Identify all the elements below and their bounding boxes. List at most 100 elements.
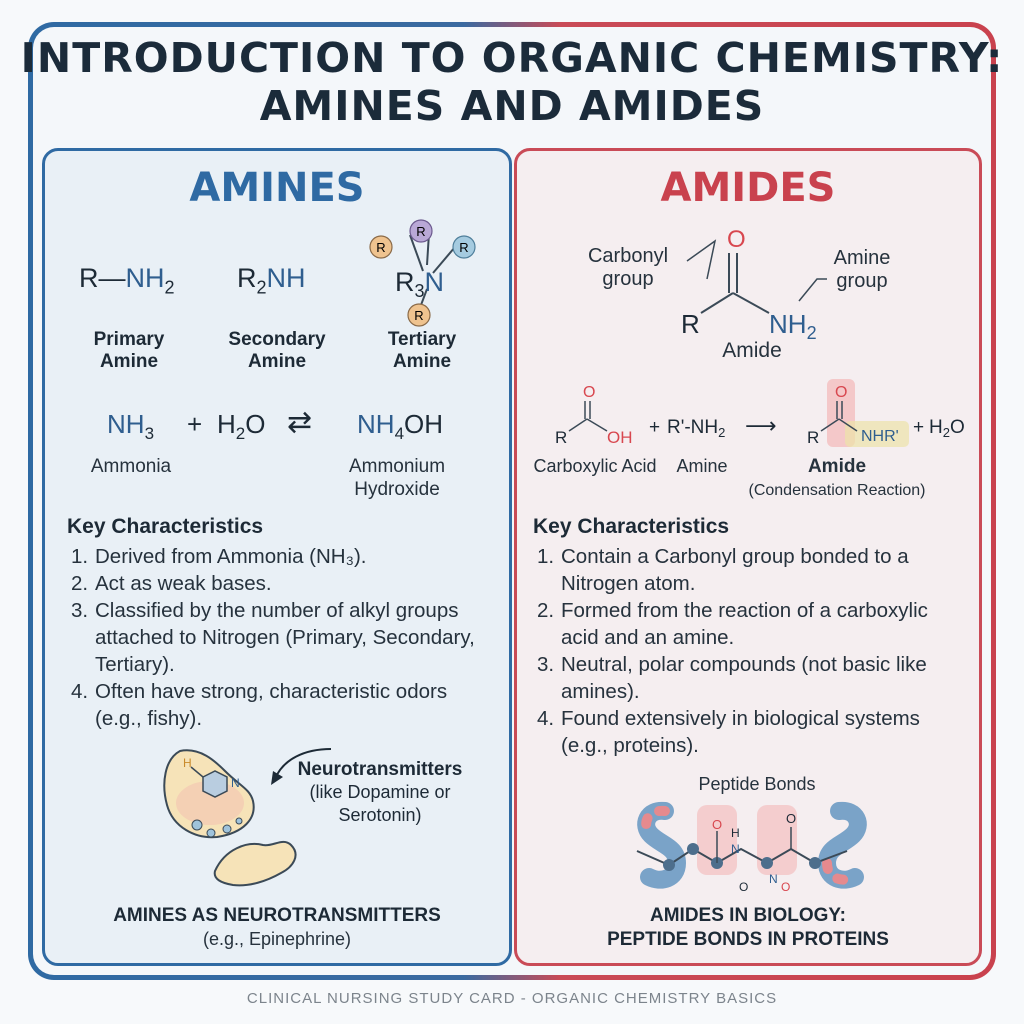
amines-kc-item-text: Derived from Ammonia (NH₃). <box>95 545 367 568</box>
title-line-1: INTRODUCTION TO ORGANIC CHEMISTRY: <box>20 34 1004 82</box>
amides-kc-list: 1.Contain a Carbonyl group bonded to a N… <box>537 543 967 759</box>
vesicle-1 <box>191 819 203 831</box>
amide-nh2: NH2 <box>769 309 817 343</box>
product-nhr: NHR' <box>861 428 899 445</box>
bond-top-right <box>432 246 456 274</box>
product-r-bond <box>820 418 840 432</box>
amides-kc-title: Key Characteristics <box>533 515 730 538</box>
peptide-o-1: O <box>712 817 722 832</box>
primary-label-1: Primary <box>93 329 165 350</box>
carbonyl-pointer <box>686 239 717 280</box>
atom-4 <box>761 857 773 869</box>
r-label-3: R <box>459 240 468 255</box>
amides-caption-2: PEPTIDE BONDS IN PROTEINS <box>607 929 889 950</box>
amines-kc-item-number: 4. <box>71 680 89 703</box>
reaction-plus-2: + <box>913 417 924 438</box>
primary-sub: 2 <box>164 277 175 298</box>
reactant-amine: R'-NH2 <box>667 417 725 440</box>
acid-oh-bond <box>586 418 608 432</box>
secondary-sub: 2 <box>256 277 267 298</box>
primary-amine-label: Primary Amine <box>77 329 181 373</box>
reaction-arrow-icon: ⟶ <box>745 413 777 438</box>
tertiary-label-1: Tertiary <box>387 329 457 350</box>
secondary-r: R <box>237 263 257 293</box>
amides-title: AMIDES <box>660 165 836 211</box>
nh3-sub: 3 <box>144 424 155 444</box>
amines-kc-item: 4. Often have strong, characteristic odor… <box>71 678 481 732</box>
amines-kc-item: 1.Derived from Ammonia (NH₃). <box>71 543 481 570</box>
vesicle-area <box>176 781 244 825</box>
amides-kc-item-number: 1. <box>537 545 555 568</box>
tertiary-amine-label: Tertiary Amine <box>367 329 477 373</box>
amines-caption: AMINES AS NEUROTRANSMITTERS <box>113 905 441 926</box>
h2o-o: O <box>245 409 266 439</box>
amides-kc-item-number: 2. <box>537 599 555 622</box>
secondary-nh: NH <box>266 263 306 293</box>
amines-kc-item: 3. Classified by the number of alkyl grou… <box>71 597 481 678</box>
acid-o: O <box>583 384 595 401</box>
r-label-2: R <box>416 224 425 239</box>
r-group-orange-2 <box>407 303 431 327</box>
peptide-o-2: O <box>739 880 748 894</box>
secondary-amine-formula: R2NH <box>237 263 306 298</box>
ammonium-label-2: Hydroxide <box>354 479 440 500</box>
amides-kc-item-number: 4. <box>537 707 555 730</box>
vesicle-4 <box>235 817 243 825</box>
callout-arrowhead <box>271 771 283 785</box>
amides-kc-item: 1.Contain a Carbonyl group bonded to a N… <box>537 543 967 597</box>
tertiary-amine-structure: R R R R R3N <box>369 219 476 327</box>
amine-pointer <box>798 278 827 302</box>
peptide-o-4: O <box>786 811 796 826</box>
amide-nh-highlight <box>845 421 909 447</box>
primary-amine-formula: R—NH2 <box>79 263 175 298</box>
amides-kc-item: 4.Found extensively in biological system… <box>537 705 967 759</box>
amines-kc-item: 2.Act as weak bases. <box>71 570 481 597</box>
ammonium-hydroxide-formula: NH4OH <box>357 409 443 444</box>
molecule-ring <box>202 770 228 798</box>
water-o: O <box>950 417 965 438</box>
nh4-n: NH <box>357 409 395 439</box>
peptide-n-2: N <box>769 872 778 886</box>
molecule-bond <box>190 766 204 778</box>
footer: CLINICAL NURSING STUDY CARD - ORGANIC CH… <box>246 990 778 1007</box>
peptide-h: H <box>731 826 740 840</box>
nh4-oh: OH <box>404 409 444 439</box>
title-line-2: AMINES AND AMIDES <box>259 82 765 130</box>
water-formula: H2O <box>217 409 265 444</box>
amides-kc-item: 2. Formed from the reaction of a carboxyl… <box>537 597 967 651</box>
amides-kc-item-text: Neutral, polar compounds (not basic like… <box>561 653 927 703</box>
atom-2 <box>687 843 699 855</box>
nh3: NH <box>107 409 145 439</box>
product-o: O <box>835 384 847 401</box>
amines-kc-item-text: Classified by the number of alkyl groups… <box>95 599 475 676</box>
reactant-amine-text: R'-NH <box>667 417 718 438</box>
amines-kc-item-text: Act as weak bases. <box>95 572 272 595</box>
amines-kc-item-number: 3. <box>71 599 89 622</box>
ammonium-label-1: Ammonium <box>348 456 446 477</box>
amines-caption-sub: (e.g., Epinephrine) <box>202 929 352 949</box>
amines-kc-item-text: Often have strong, characteristic odors … <box>95 680 448 730</box>
vesicle-3 <box>222 824 232 834</box>
molecule-h: H <box>183 756 192 770</box>
peptide-bonds-label: Peptide Bonds <box>698 774 816 794</box>
amine-group-label: Amine group <box>817 247 907 293</box>
amides-kc-item-text: Formed from the reaction of a carboxylic… <box>561 599 928 649</box>
atom-5 <box>809 857 821 869</box>
plus-sign: + <box>187 409 203 439</box>
h2o-sub: 2 <box>235 424 246 444</box>
acid-oh: OH <box>607 428 633 447</box>
ammonia-label: Ammonia <box>90 456 172 477</box>
protein-coil-left-accent <box>641 805 670 840</box>
reversible-arrow-icon: ⇄ <box>287 406 313 439</box>
carbonyl-group-label: Carbonyl group <box>573 245 683 291</box>
amines-kc-list: 1.Derived from Ammonia (NH₃).2.Act as we… <box>71 543 481 732</box>
tertiary-label-2: Amine <box>392 351 452 372</box>
primary-nh: NH <box>125 263 165 293</box>
carbonyl-label-2: group <box>602 268 654 290</box>
amides-kc-item: 3.Neutral, polar compounds (not basic li… <box>537 651 967 705</box>
condensation-reaction: O R OH + R'-NH2 ⟶ O R NHR' + H2O <box>555 379 965 447</box>
n-bond <box>732 292 770 314</box>
r-label-1: R <box>376 240 385 255</box>
tertiary-n: N <box>425 267 445 297</box>
tertiary-r: R <box>395 267 415 297</box>
